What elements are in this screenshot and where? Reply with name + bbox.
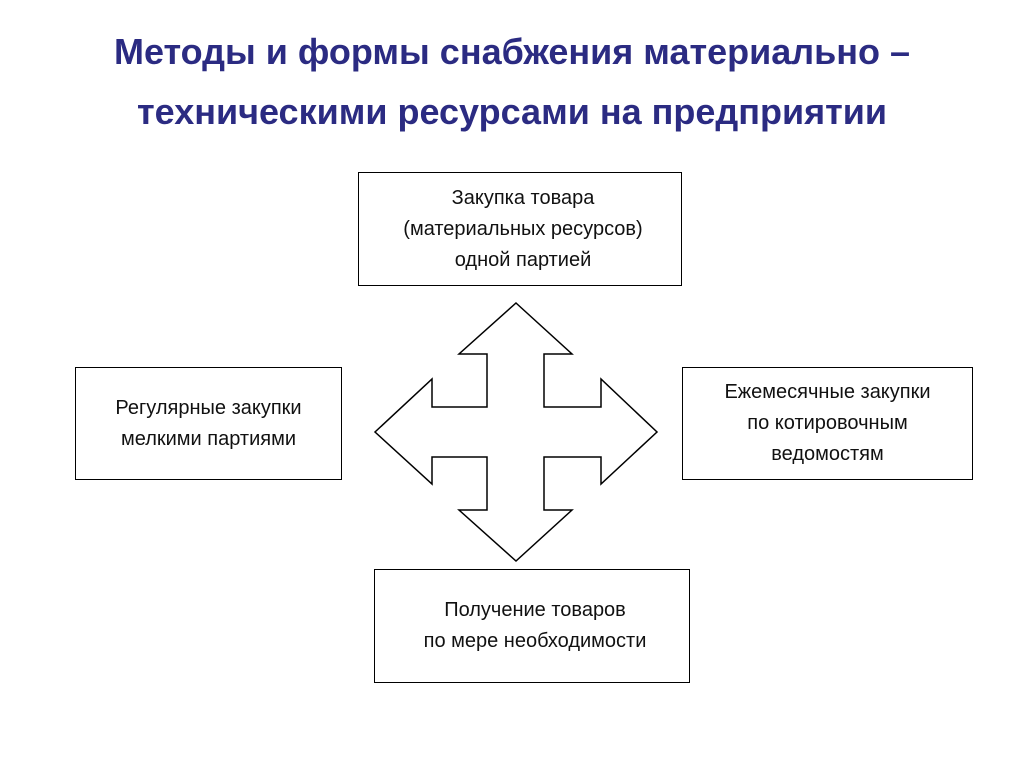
node-text-line: по котировочным	[747, 412, 908, 434]
node-single-batch-purchase: Закупка товара (материальных ресурсов) о…	[358, 172, 682, 286]
node-text-line: мелкими партиями	[121, 427, 296, 450]
page-title: Методы и формы снабжения материально – т…	[0, 22, 1024, 142]
node-text-line: Ежемесячные закупки	[724, 381, 931, 403]
node-text-line: Получение товаров	[444, 599, 626, 621]
title-line-1: Методы и формы снабжения материально –	[113, 31, 911, 72]
node-text-line: ведомостям	[771, 443, 884, 465]
node-text-line: по мере необходимости	[423, 630, 647, 652]
node-text-line: одной партией	[454, 248, 592, 271]
node-text-line: Закупка товара	[451, 186, 595, 209]
node-text-line: Регулярные закупки	[115, 396, 302, 419]
node-as-needed-delivery: Получение товаров по мере необходимости	[374, 569, 690, 683]
node-monthly-purchases: Ежемесячные закупки по котировочным ведо…	[682, 367, 973, 480]
title-line-2: техническими ресурсами на предприятии	[137, 91, 887, 132]
four-way-arrow-shape	[373, 301, 659, 563]
node-regular-small-purchases: Регулярные закупки мелкими партиями	[75, 367, 342, 480]
node-text-line: (материальных ресурсов)	[403, 217, 643, 240]
